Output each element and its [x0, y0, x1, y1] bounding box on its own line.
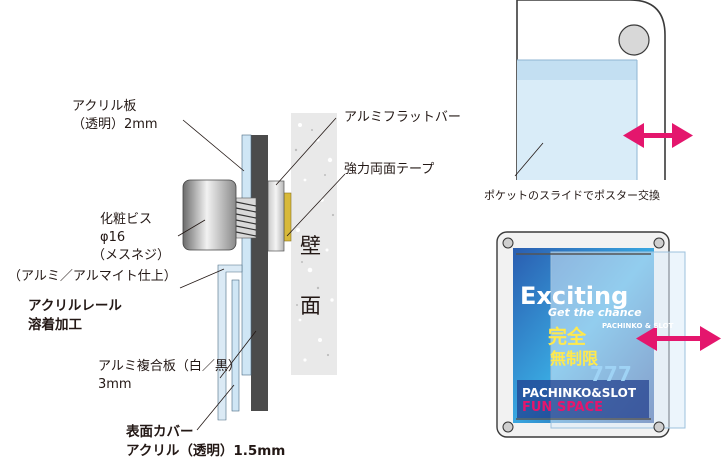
- poster-title: Exciting: [520, 282, 629, 310]
- corner-screw-icon: [618, 24, 650, 56]
- acrylic-board-spec: （透明）2mm: [72, 117, 158, 132]
- acrylic-board: [241, 134, 252, 376]
- aluminum-flat-bar: [267, 180, 285, 252]
- aluminum-composite-panel: [251, 135, 268, 411]
- screw-nut: （メスネジ）: [92, 248, 171, 263]
- frame-corner-screws: [502, 237, 665, 433]
- screw-thread: [235, 197, 257, 239]
- acrylic-rail-weld-label: 溶着加工: [28, 317, 82, 333]
- aluminum-flat-bar-label: アルミフラットバー: [344, 110, 461, 125]
- pocket-slide-caption: ポケットのスライドでポスター交換: [484, 189, 660, 202]
- poster-digits: 777: [590, 362, 632, 386]
- wall-label-1: 壁: [300, 234, 321, 258]
- wall-label-2: 面: [300, 294, 321, 318]
- double-sided-tape: [283, 192, 292, 242]
- slide-arrow-icon: [623, 123, 693, 148]
- screw-diameter: φ16: [100, 230, 126, 245]
- aluminum-finish-label: （アルミ／アルマイト仕上）: [8, 269, 177, 284]
- screw-label: 化粧ビス: [100, 212, 153, 227]
- poster-brand-small: PACHINKO & SLOT: [602, 322, 674, 330]
- pocket-detail: [514, 0, 693, 180]
- poster-subtitle: Get the chance: [548, 306, 642, 319]
- wall-speckles: [294, 129, 335, 357]
- poster-kanji-2: 無制限: [550, 349, 599, 368]
- screw-icon: [182, 179, 237, 251]
- acrylic-rail: [217, 264, 243, 421]
- poster-footer-1: PACHINKO&SLOT: [522, 386, 637, 400]
- surface-cover: [231, 279, 240, 412]
- aluminum-composite-label: アルミ複合板（白／黒）: [98, 359, 241, 374]
- poster-kanji-1: 完全: [548, 326, 587, 348]
- leader-lines: [177, 117, 346, 431]
- surface-cover-label: 表面カバー: [126, 424, 194, 440]
- poster-frame: [496, 231, 721, 438]
- double-sided-tape-label: 強力両面テープ: [344, 162, 435, 177]
- surface-cover-spec: アクリル（透明）1.5mm: [126, 443, 286, 459]
- acrylic-board-label: アクリル板: [72, 99, 137, 114]
- acrylic-rail-label: アクリルレール: [28, 298, 122, 314]
- wall: [291, 113, 337, 375]
- slide-arrow-icon-2: [636, 326, 721, 351]
- poster-footer-2: FUN SPACE: [522, 400, 604, 415]
- aluminum-composite-thickness: 3mm: [98, 377, 132, 392]
